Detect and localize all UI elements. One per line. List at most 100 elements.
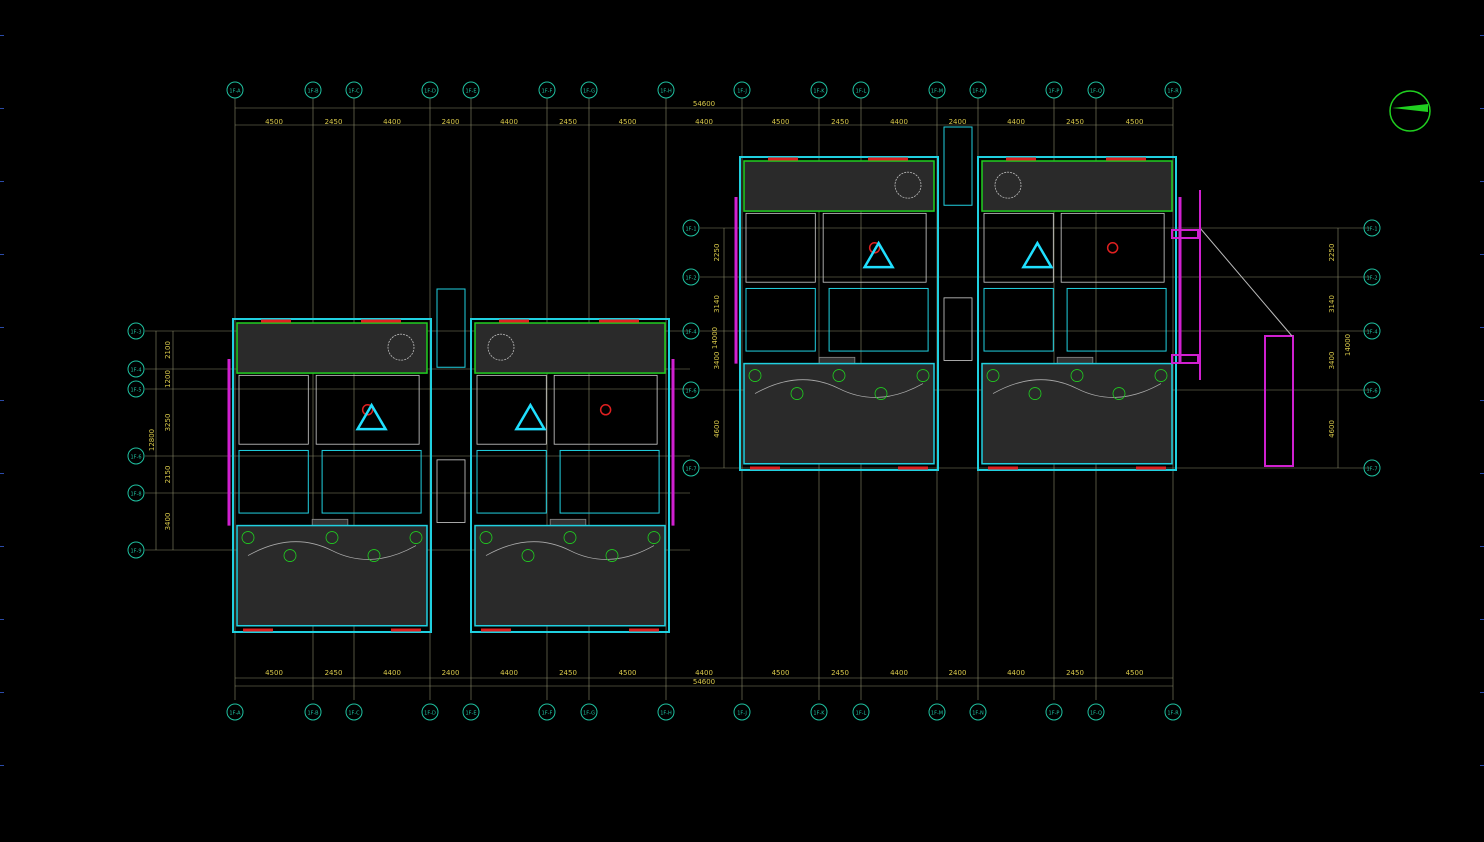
landscape-path [992,379,1162,398]
svg-text:1F-6: 1F-6 [1366,389,1377,395]
plant-symbol [994,171,1022,199]
grid-bubble: 1F-R [1164,703,1182,721]
grid-bubble: 1F-R [1164,81,1182,99]
ruler-tick [0,254,4,255]
grid-bubble: 1F-B [304,81,322,99]
shrub-symbol [1070,369,1084,382]
grid-bubble: 1F-F [538,703,556,721]
grid-bubble: 1F-2 [682,268,700,286]
stair-core [436,459,466,523]
dimension-lines: 54600 54600 4500 2450 4400 2400 4400 2450 4500 44… [148,100,1352,687]
dining-table [361,404,374,416]
grid-bubble: 1F-B [304,703,322,721]
svg-text:1F-L: 1F-L [856,89,867,95]
bedroom [238,449,309,514]
dining-room [315,374,420,445]
grid-bubble: 1F-E [462,81,480,99]
total-dimension-label: 54600 [693,100,715,108]
ruler-tick [0,619,4,620]
section-marker-icon [1021,240,1054,269]
svg-text:1F-3: 1F-3 [130,330,141,336]
total-dimension-label: 54600 [693,678,715,686]
top-dim-label: 2400 [442,118,460,126]
top-dim-label: 4400 [383,118,401,126]
svg-text:1F-8: 1F-8 [130,492,141,498]
svg-text:1F-K: 1F-K [813,89,825,95]
grid-bubble: 1F-1 [1363,219,1381,237]
svg-text:1F-4: 1F-4 [685,330,696,336]
shrub-symbol [479,531,493,544]
landscape-path [485,541,655,560]
stair-core [943,297,973,361]
dining-table [868,242,881,254]
section-marker-icon [355,402,388,431]
svg-text:1F-J: 1F-J [737,711,747,717]
shrub-symbol [521,549,535,562]
garden [981,362,1173,465]
right-total-label: 14000 [711,327,719,349]
left-dim-label: 3400 [164,513,172,531]
bottom-dim-label: 4400 [1007,669,1025,677]
exterior-wall [739,156,939,471]
svg-text:1F-H: 1F-H [660,89,672,95]
living-room [828,287,929,352]
svg-text:1F-K: 1F-K [813,711,825,717]
grid-bubble: 1F-J [733,81,751,99]
bathroom [476,374,547,445]
svg-text:1F-G: 1F-G [583,711,595,717]
ruler-tick [0,473,4,474]
floor-plan-unit-left[interactable] [227,288,675,633]
bedroom [745,287,816,352]
grid-bubble: 1F-P [1045,81,1063,99]
grid-bubble: 1F-4 [682,322,700,340]
right-dim-label: 4600 [1328,420,1336,438]
shrub-symbol [790,387,804,400]
grid-bubble: 1F-A [226,81,244,99]
bottom-dim-label: 2450 [1066,669,1084,677]
svg-text:1F-R: 1F-R [1167,89,1179,95]
grid-bubble: 1F-7 [682,459,700,477]
bedroom [476,449,547,514]
ruler-tick [1480,473,1484,474]
top-dim-label: 4400 [1007,118,1025,126]
ruler-tick [1480,692,1484,693]
plant-symbol [387,333,415,361]
top-dim-label: 2450 [559,118,577,126]
ruler-tick [1480,181,1484,182]
bottom-dim-label: 2450 [831,669,849,677]
svg-text:1F-B: 1F-B [307,711,319,717]
terrace [474,322,666,374]
ruler-tick [1480,619,1484,620]
left-dim-label: 2100 [164,341,172,359]
shrub-symbol [832,369,846,382]
grid-bubble: 1F-H [657,703,675,721]
top-dim-label: 4500 [265,118,283,126]
grid-bubble: 1F-6 [1363,381,1381,399]
grid-bubble: 1F-9 [127,541,145,559]
bottom-dim-label: 4400 [890,669,908,677]
ruler-tick [1480,765,1484,766]
stair-core [943,126,973,206]
grid-bubble: 1F-J [733,703,751,721]
svg-text:1F-D: 1F-D [424,711,436,717]
bottom-dim-label: 4500 [1126,669,1144,677]
living-room [1066,287,1167,352]
svg-text:1F-2: 1F-2 [1366,276,1377,282]
svg-text:1F-H: 1F-H [660,711,672,717]
plant-symbol [487,333,515,361]
svg-text:1F-P: 1F-P [1049,711,1060,717]
exterior-wall [232,318,432,633]
bathroom [238,374,309,445]
bottom-dim-label: 2450 [325,669,343,677]
grid-bubble: 1F-N [969,703,987,721]
grid-bubble: 1F-M [928,81,946,99]
floor-plan-unit-right[interactable] [734,126,1182,471]
landscape-path [754,379,924,398]
bottom-dim-label: 4400 [500,669,518,677]
living-room [321,449,422,514]
svg-text:1F-C: 1F-C [348,711,360,717]
svg-text:1F-5: 1F-5 [130,388,141,394]
grid-bubble: 1F-G [580,81,598,99]
